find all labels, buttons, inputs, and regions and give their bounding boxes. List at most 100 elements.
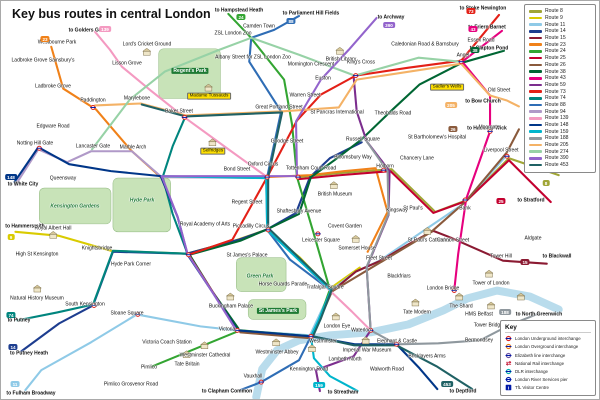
underground-roundel-icon [36,145,43,151]
route-color-swatch [529,36,542,40]
underground-roundel-icon [185,252,192,258]
route-name-label: Route 205 [545,142,569,149]
route-name-label: Route 15 [545,35,566,42]
st-pauls-cathedral-icon [422,227,433,235]
key-item: London Overground interchange [505,343,591,351]
legend-route-row: Route 73 [529,88,591,95]
key-item: London Underground interchange [505,335,591,343]
route-color-swatch [529,23,542,27]
route-name-label: Route 23 [545,41,566,48]
route-color-swatch [529,123,542,127]
route-name-label: Route 8 [545,8,563,15]
park-hyde-park [112,177,171,233]
natural-history-museum-icon [32,284,43,293]
key-title: Key [505,324,591,334]
overground-roundel-icon [505,344,512,350]
route-color-swatch [529,50,542,53]
legend-route-row: Route 390 [529,155,591,162]
legend-route-row: Route 274 [529,148,591,155]
legend-route-row: Route 59 [529,82,591,89]
british-library-icon [335,46,345,55]
legend-route-row: Route 14 [529,28,591,35]
key-item-label: London Overground interchange [515,344,579,350]
park-green-park [236,257,287,292]
route-color-swatch [529,117,542,120]
underground-roundel-icon [393,341,400,347]
underground-roundel-icon [181,114,188,120]
route-name-label: Route 25 [545,55,566,62]
underground-roundel-icon [504,153,510,159]
underground-roundel-icon [265,227,271,233]
key-item-label: National Rail interchange [515,360,565,366]
route-line-15 [330,229,548,293]
legend-route-row: Route 88 [529,102,591,109]
tate-britain-icon [181,350,192,358]
park-st-james-s-park [247,299,307,320]
route-name-label: Route 26 [545,61,566,68]
svg-text:i: i [508,386,510,392]
westminster-abbey-icon [271,338,281,347]
underground-roundel-icon [462,197,468,203]
route-line-453 [140,103,474,391]
legend-route-row: Route 38 [529,68,591,75]
route-name-label: Route 390 [545,155,569,162]
route-line-139 [93,30,372,332]
underground-roundel-icon [352,73,359,79]
tate-modern-icon [410,298,421,307]
legend-route-row: Route 188 [529,135,591,142]
route-color-swatch [529,30,542,33]
route-color-swatch [529,110,542,113]
route-name-label: Route 73 [545,88,566,95]
page-title: Key bus routes in central London [8,6,215,22]
route-color-swatch [529,76,542,80]
underground-roundel-icon [458,59,464,65]
underground-roundel-icon [505,336,512,342]
route-color-swatch [529,103,542,107]
route-name-label: Route 74 [545,95,566,102]
route-line-25 [297,159,552,214]
legend-route-row: Route 25 [529,55,591,62]
route-name-label: Route 94 [545,108,566,115]
legend-route-row: Route 205 [529,142,591,149]
hms-belfast-icon [486,301,496,310]
somerset-house-icon [350,235,361,243]
legend-route-row: Route 139 [529,115,591,122]
route-line-274 [91,36,462,151]
route-name-label: Route 274 [545,148,569,155]
buckingham-palace-icon [225,292,236,301]
park-kensington-gardens [39,187,112,225]
route-color-swatch [529,163,542,167]
madame-tussauds-icon [203,83,214,92]
key-item-label: London Underground interchange [515,336,581,342]
route-line-390 [160,16,378,332]
london-eye-icon [331,312,341,321]
underground-roundel-icon [91,302,97,308]
underground-roundel-icon [487,128,493,134]
legend-route-row: Route 26 [529,62,591,69]
route-name-label: Route 38 [545,68,566,75]
route-line-148 [13,146,439,391]
legend-route-row: Route 24 [529,48,591,55]
route-color-swatch [529,137,542,140]
british-museum-icon [329,181,339,189]
houses-of-parliament-icon [307,344,317,352]
route-name-label: Route 188 [545,135,569,142]
key-item-label: Elizabeth line interchange [515,352,566,358]
key-item: Elizabeth line interchange [505,351,591,359]
underground-roundel-icon [295,174,301,180]
route-name-label: Route 11 [545,21,566,28]
river-services-pier-icon [505,377,512,383]
royal-albert-hall-icon [48,231,58,239]
thames-layer [252,286,563,399]
legend-route-row: Route 159 [529,128,591,135]
visitor-centre-icon: i [505,385,512,392]
route-line-8 [297,157,560,213]
elizabeth-line-roundel-icon [505,352,512,358]
underground-roundel-icon [308,333,314,339]
route-name-label: Route 139 [545,115,569,122]
